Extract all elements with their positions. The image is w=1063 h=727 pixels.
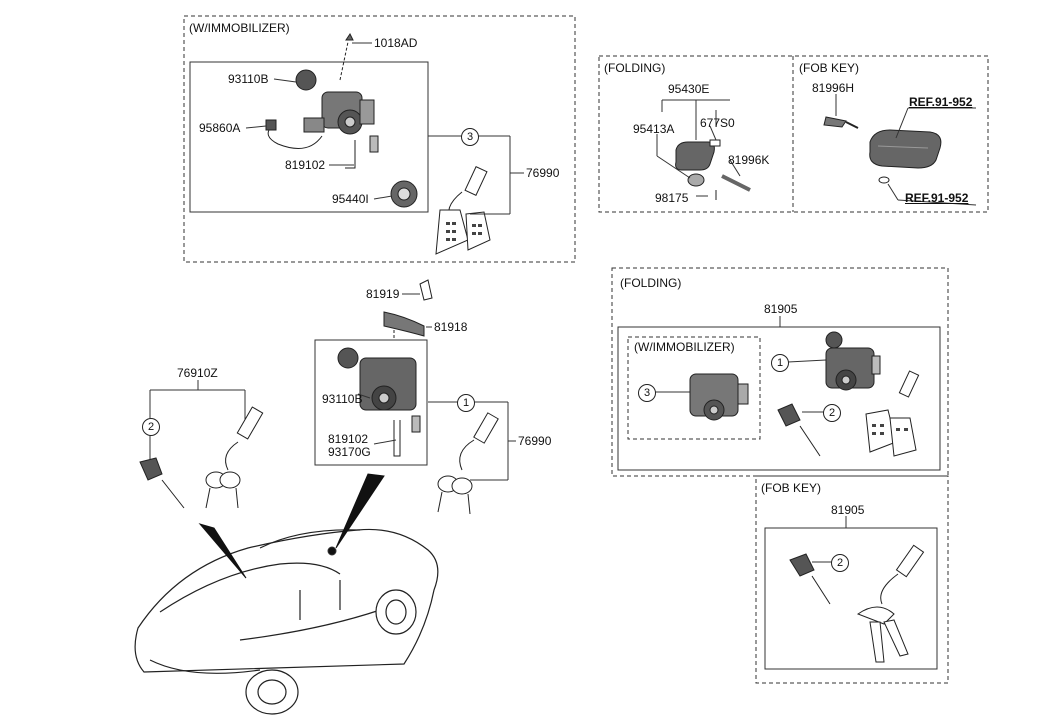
folding-key-top: [675, 139, 751, 200]
section-title-folding-top: (FOLDING): [604, 61, 666, 75]
immobilizer-top-frame: [183, 15, 576, 263]
part-label-1018AD: 1018AD: [374, 36, 418, 50]
lock-set-parts-box: [314, 339, 428, 466]
part-label-93170G: 93170G: [328, 445, 371, 459]
vehicle-illustration: [134, 528, 439, 715]
part-label-95430E: 95430E: [668, 82, 710, 96]
fob-key-top: [823, 116, 942, 184]
part-label-98175: 98175: [655, 191, 689, 205]
part-label-93110B-top: 93110B: [228, 72, 269, 86]
callout-2-left: 2: [142, 418, 160, 436]
part-label-95413A: 95413A: [633, 122, 675, 136]
key-pair-middle: [437, 412, 499, 515]
part-label-81919: 81919: [366, 287, 400, 301]
smart-key-pair-top: [435, 166, 491, 255]
immobilizer-inner-frame: [627, 336, 761, 440]
part-label-81905-folding: 81905: [764, 302, 798, 316]
fob-parts-box: [764, 527, 938, 670]
pointer-arrow-right: [335, 473, 385, 549]
part-label-76990-mid: 76990: [518, 434, 552, 448]
ref-label-91-952-upper: REF.91-952: [909, 95, 973, 109]
immobilizer-lock-right: [689, 373, 749, 421]
fob-bottom-parts: [789, 544, 925, 663]
ignition-lock-assembly-top: [265, 33, 418, 208]
pointer-arrow-left: [198, 523, 247, 579]
part-label-819102-top: 819102: [285, 158, 326, 172]
callout-3-top: 3: [461, 128, 479, 146]
folding-fob-top-frame: [598, 55, 989, 213]
immobilizer-parts-box: [189, 61, 429, 213]
section-title-fob-key-bottom: (FOB KEY): [761, 481, 822, 495]
part-label-81996K: 81996K: [728, 153, 770, 167]
callout-1-right: 1: [771, 354, 789, 372]
leader-lines-fob-bottom: [812, 516, 847, 563]
section-title-fob-key-top: (FOB KEY): [799, 61, 860, 75]
callout-2-fob: 2: [831, 554, 849, 572]
part-label-81918: 81918: [434, 320, 468, 334]
section-title-folding-right: (FOLDING): [620, 276, 682, 290]
callout-2-right: 2: [823, 404, 841, 422]
callout-3-right: 3: [638, 384, 656, 402]
part-label-819102-mid: 819102: [328, 432, 369, 446]
part-label-677S0: 677S0: [700, 116, 735, 130]
fob-key-bottom-frame: [755, 475, 949, 684]
part-label-76990-top: 76990: [526, 166, 560, 180]
section-title-immobilizer-inner: (W/IMMOBILIZER): [634, 340, 735, 354]
folding-right-frame: [611, 267, 949, 477]
lock-assembly-right: [825, 331, 881, 391]
lock-location-dot: [327, 546, 337, 556]
leader-lines-folding-top: [656, 99, 741, 197]
lock-set-middle: [337, 279, 433, 457]
part-label-93110B-mid: 93110B: [322, 392, 363, 406]
key-cylinder-left: [139, 406, 264, 509]
folding-parts-box: [617, 326, 941, 471]
leader-lines-middle: [357, 293, 516, 481]
leader-lines-fob-top: [835, 94, 977, 206]
part-label-95440I: 95440I: [332, 192, 369, 206]
part-label-81996H: 81996H: [812, 81, 855, 95]
ref-label-91-952-lower: REF.91-952: [905, 191, 969, 205]
part-label-81905-fob: 81905: [831, 503, 865, 517]
part-label-76910Z: 76910Z: [177, 366, 218, 380]
part-label-95860A: 95860A: [199, 121, 241, 135]
smart-key-pair-right: [865, 370, 920, 457]
section-title-immobilizer-top: (W/IMMOBILIZER): [189, 21, 290, 35]
callout-1-mid: 1: [457, 394, 475, 412]
leader-lines-top: [245, 42, 524, 215]
leader-lines-right: [654, 316, 827, 413]
key-cylinder-right: [777, 403, 821, 457]
